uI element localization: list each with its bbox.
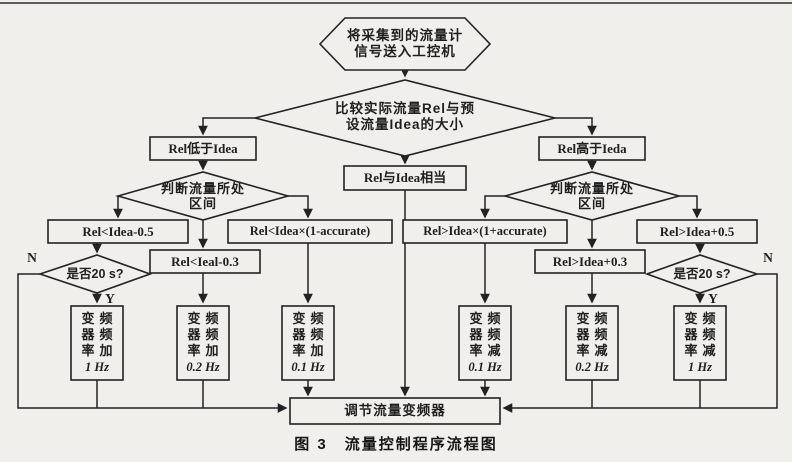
connector-judgeR-to-condR1 (480, 195, 505, 219)
cond-l1-box (47, 219, 189, 244)
action2-line3: 率加 (187, 343, 224, 358)
action4-value: 0.1 Hz (468, 360, 502, 375)
action6-label: 变频 器频 率减 1 Hz (674, 306, 726, 380)
judge-right-diamond (501, 171, 683, 221)
action6-line1: 变频 (684, 310, 721, 326)
judge-left-line1: 判断流量所处 (160, 180, 245, 196)
action3-line1: 变频 (292, 310, 329, 326)
action1-value: 1 Hz (85, 360, 109, 375)
start-hexagon (318, 17, 492, 71)
action3-line2: 器频 (292, 326, 329, 342)
figure-caption: 图 3 流量控制程序流程图 (294, 436, 498, 453)
action2-line1: 变频 (187, 310, 224, 326)
final-label: 调节流量变频器 (344, 403, 446, 419)
start-label: 将采集到的流量计 信号送入工控机 (320, 18, 490, 70)
action3-box (281, 305, 335, 381)
timer-left-label: 是否20 s? (66, 266, 124, 281)
connector-compare-to-high (555, 117, 597, 136)
action6-value: 1 Hz (688, 360, 712, 375)
action1-line2: 器频 (81, 326, 118, 342)
action3-label: 变频 器频 率加 0.1 Hz (282, 306, 334, 380)
cond-r1-label: Rel>Idea×(1+accurate) (423, 224, 547, 239)
compare-diamond (254, 79, 556, 157)
action5-value: 0.2 Hz (575, 360, 609, 375)
action2-line2: 器频 (187, 326, 224, 342)
judge-right-line1: 判断流量所处 (549, 180, 634, 196)
action1-box (70, 305, 124, 381)
action4-box (458, 305, 512, 381)
action5-label: 变频 器频 率减 0.2 Hz (566, 306, 618, 380)
action6-line3: 率减 (684, 343, 721, 358)
timer-right-label: 是否20 s? (673, 266, 731, 281)
cond-l2-box (149, 249, 261, 274)
timer-right-no-label: N (763, 249, 773, 265)
cond-l3-box (227, 219, 393, 244)
action2-box (176, 305, 230, 381)
action1-line1: 变频 (81, 310, 118, 326)
judge-left-diamond (115, 171, 291, 221)
action2-label: 变频 器频 率加 0.2 Hz (177, 306, 229, 380)
judge-left-line2: 区间 (188, 196, 217, 211)
branch-equal-box (343, 165, 467, 191)
action6-box (673, 305, 727, 381)
timer-left-no-label: N (27, 249, 37, 265)
action5-line1: 变频 (576, 310, 613, 326)
final-box (289, 397, 501, 425)
branch-equal-label: Rel与Idea相当 (363, 170, 447, 186)
action1-line3: 率加 (81, 343, 118, 358)
action4-line2: 器频 (469, 326, 506, 342)
action4-line3: 率减 (469, 343, 506, 358)
action6-line2: 器频 (684, 326, 721, 342)
action4-line1: 变频 (469, 310, 506, 326)
branch-high-label: Rel高于Ieda (557, 140, 627, 156)
action4-label: 变频 器频 率减 0.1 Hz (459, 306, 511, 380)
branch-high-box (538, 136, 646, 161)
judge-right-label: 判断流量所处 区间 (505, 174, 679, 218)
action5-box (565, 305, 619, 381)
connector-judgeL-to-condL3 (288, 195, 313, 219)
start-line1: 将采集到的流量计 (347, 28, 463, 44)
action3-line3: 率加 (292, 343, 329, 358)
cond-r2-box (534, 249, 646, 274)
connector-timerR-no-bus (502, 273, 778, 413)
cond-l3-label: Rel<Idea×(1-accurate) (249, 224, 371, 239)
compare-line2: 设流量Idea的大小 (345, 117, 464, 132)
branch-low-box (149, 136, 257, 161)
judge-right-line2: 区间 (577, 196, 606, 211)
compare-line1: 比较实际流量Rel与预 (334, 101, 475, 117)
timer-right-yes-label: Y (708, 290, 718, 306)
compare-label: 比较实际流量Rel与预 设流量Idea的大小 (270, 86, 540, 148)
branch-low-label: Rel低于Idea (168, 140, 238, 156)
start-line2: 信号送入工控机 (354, 44, 456, 59)
timer-right-diamond (644, 254, 760, 294)
timer-left-diamond (37, 254, 153, 294)
cond-l2-label: Rel<Ieal-0.3 (171, 253, 239, 269)
cond-r2-label: Rel>Idea+0.3 (552, 253, 628, 269)
judge-left-label: 判断流量所处 区间 (118, 174, 288, 218)
action5-line3: 率减 (576, 343, 613, 358)
cond-l1-label: Rel<Idea-0.5 (82, 223, 154, 239)
action3-value: 0.1 Hz (291, 360, 325, 375)
action5-line2: 器频 (576, 326, 613, 342)
connector-compare-to-low (198, 117, 255, 136)
action2-value: 0.2 Hz (186, 360, 220, 375)
cond-r1-box (402, 219, 568, 244)
connector-judgeR-to-condR3 (679, 195, 702, 219)
cond-r3-box (636, 219, 758, 244)
action1-label: 变频 器频 率加 1 Hz (71, 306, 123, 380)
cond-r3-label: Rel>Idea+0.5 (659, 223, 735, 239)
connector-timerL-no-bus (17, 273, 288, 413)
timer-left-yes-label: Y (105, 290, 115, 306)
